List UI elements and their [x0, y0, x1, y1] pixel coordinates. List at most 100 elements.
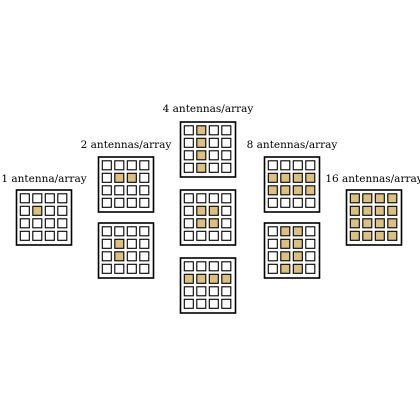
antenna-element-inactive: [183, 162, 194, 173]
antenna-element-inactive: [208, 150, 219, 161]
antenna-element-active: [349, 230, 360, 241]
antenna-element-active: [387, 193, 398, 204]
antenna-element-active: [183, 273, 194, 284]
antenna-element-inactive: [267, 238, 278, 249]
antenna-element-inactive: [139, 251, 150, 262]
antenna-element-inactive: [139, 185, 150, 196]
antenna-element-active: [280, 172, 291, 183]
antenna-element-active: [349, 218, 360, 229]
antenna-element-inactive: [208, 162, 219, 173]
antenna-element-inactive: [101, 251, 112, 262]
antenna-element-active: [362, 218, 373, 229]
antenna-element-active: [280, 238, 291, 249]
antenna-element-active: [362, 230, 373, 241]
antenna-element-inactive: [126, 263, 137, 274]
antenna-element-inactive: [196, 261, 207, 272]
antenna-element-inactive: [57, 230, 68, 241]
array-group: 16 antennas/array: [325, 173, 420, 246]
antenna-element-inactive: [57, 193, 68, 204]
antenna-element-active: [362, 193, 373, 204]
antenna-element-inactive: [44, 205, 55, 216]
antenna-element-inactive: [221, 193, 232, 204]
antenna-element-inactive: [139, 226, 150, 237]
antenna-element-inactive: [101, 160, 112, 171]
antenna-element-inactive: [183, 230, 194, 241]
antenna-element-active: [305, 185, 316, 196]
antenna-element-inactive: [44, 230, 55, 241]
antenna-element-active: [208, 205, 219, 216]
antenna-element-inactive: [267, 160, 278, 171]
antenna-element-active: [267, 185, 278, 196]
antenna-element-active: [196, 137, 207, 148]
antenna-element-inactive: [305, 197, 316, 208]
antenna-element-inactive: [305, 238, 316, 249]
antenna-element-active: [196, 205, 207, 216]
antenna-element-inactive: [19, 205, 30, 216]
antenna-element-inactive: [208, 261, 219, 272]
antenna-element-active: [292, 251, 303, 262]
antenna-element-inactive: [139, 238, 150, 249]
antenna-element-inactive: [196, 286, 207, 297]
antenna-element-active: [292, 226, 303, 237]
antenna-element-inactive: [32, 230, 43, 241]
antenna-element-inactive: [126, 226, 137, 237]
antenna-element-active: [32, 205, 43, 216]
group-label: 1 antenna/array: [1, 173, 86, 185]
antenna-array: [345, 189, 403, 246]
antenna-element-inactive: [292, 160, 303, 171]
antenna-array: [263, 156, 321, 213]
antenna-element-active: [196, 273, 207, 284]
antenna-element-inactive: [280, 197, 291, 208]
antenna-element-inactive: [208, 298, 219, 309]
antenna-element-inactive: [183, 218, 194, 229]
antenna-element-inactive: [126, 160, 137, 171]
array-group: 8 antennas/array: [247, 139, 338, 279]
antenna-element-inactive: [221, 162, 232, 173]
antenna-element-inactive: [196, 230, 207, 241]
array-group: 2 antennas/array: [81, 139, 172, 279]
antenna-element-inactive: [32, 193, 43, 204]
antenna-element-inactive: [19, 193, 30, 204]
antenna-element-inactive: [267, 197, 278, 208]
antenna-element-inactive: [221, 230, 232, 241]
antenna-element-active: [387, 230, 398, 241]
antenna-array: [179, 121, 237, 178]
antenna-element-inactive: [139, 263, 150, 274]
antenna-element-active: [196, 162, 207, 173]
antenna-element-active: [114, 172, 125, 183]
antenna-element-inactive: [114, 263, 125, 274]
antenna-element-active: [374, 218, 385, 229]
antenna-element-active: [196, 125, 207, 136]
array-group: 4 antennas/array: [163, 103, 253, 314]
antenna-element-active: [292, 263, 303, 274]
antenna-element-inactive: [183, 193, 194, 204]
antenna-element-active: [114, 238, 125, 249]
antenna-element-inactive: [101, 238, 112, 249]
antenna-element-active: [280, 263, 291, 274]
antenna-element-inactive: [101, 197, 112, 208]
antenna-element-active: [292, 238, 303, 249]
group-label: 2 antennas/array: [81, 139, 172, 151]
antenna-element-inactive: [208, 137, 219, 148]
antenna-element-inactive: [208, 230, 219, 241]
antenna-element-inactive: [101, 226, 112, 237]
antenna-element-active: [196, 150, 207, 161]
antenna-element-inactive: [126, 185, 137, 196]
antenna-element-inactive: [196, 298, 207, 309]
antenna-element-inactive: [126, 251, 137, 262]
antenna-element-inactive: [44, 193, 55, 204]
antenna-element-inactive: [305, 251, 316, 262]
antenna-element-inactive: [19, 218, 30, 229]
antenna-element-inactive: [292, 197, 303, 208]
antenna-element-inactive: [183, 150, 194, 161]
antenna-array: [179, 189, 237, 246]
antenna-element-active: [387, 205, 398, 216]
antenna-array: [179, 257, 237, 314]
group-label: 8 antennas/array: [247, 139, 338, 151]
antenna-element-inactive: [267, 263, 278, 274]
antenna-element-active: [208, 218, 219, 229]
antenna-element-inactive: [139, 160, 150, 171]
antenna-element-active: [126, 172, 137, 183]
antenna-array: [97, 156, 155, 213]
